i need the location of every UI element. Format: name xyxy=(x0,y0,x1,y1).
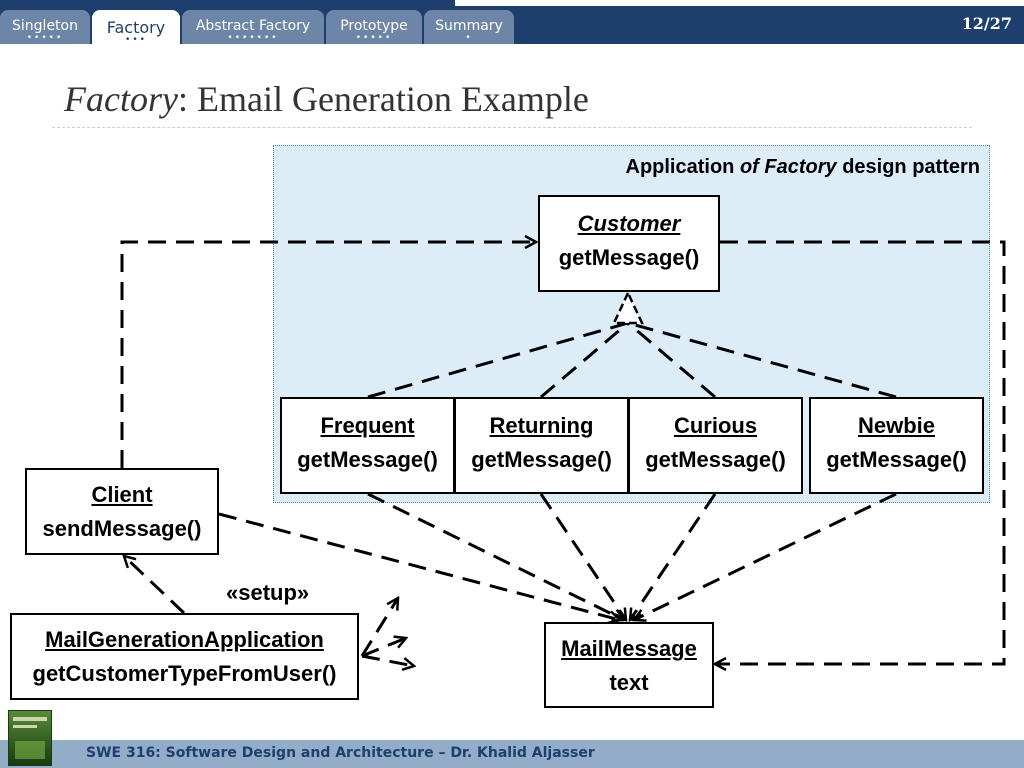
app-operation: getCustomerTypeFromUser() xyxy=(32,661,337,686)
curious-name: Curious xyxy=(673,413,758,438)
mail-generation-application-class: MailGenerationApplication getCustomerTyp… xyxy=(10,613,359,700)
tab-label: Factory xyxy=(106,18,166,37)
footer-bar xyxy=(0,740,1024,768)
newbie-class: Newbie getMessage() xyxy=(809,397,984,494)
curious-class: Curious getMessage() xyxy=(628,397,803,494)
region-label-part2: of Factory xyxy=(739,156,837,178)
tab-abstract-factory[interactable]: Abstract Factory ••••••• xyxy=(182,10,324,44)
tab-prototype[interactable]: Prototype ••••• xyxy=(326,10,422,44)
customer-name: Customer xyxy=(577,211,681,236)
slide-title: Factory: Email Generation Example xyxy=(64,78,589,120)
tab-label: Prototype xyxy=(340,18,408,34)
tab-dots: ••••••• xyxy=(227,33,279,43)
curious-to-mailmessage xyxy=(630,493,717,620)
mail-message-class: MailMessage text xyxy=(544,622,714,708)
frequent-operation: getMessage() xyxy=(297,447,438,472)
tab-label: Singleton xyxy=(12,18,78,34)
setup-arrow-3 xyxy=(361,654,414,666)
region-label-part3: design pattern xyxy=(836,156,980,178)
client-class: Client sendMessage() xyxy=(25,468,219,555)
returning-operation: getMessage() xyxy=(471,447,612,472)
setup-arrow-2 xyxy=(361,638,406,658)
newbie-to-mailmessage xyxy=(634,492,897,620)
mail-operation: text xyxy=(609,670,649,695)
page-number: 12/27 xyxy=(961,14,1012,33)
footer-text: SWE 316: Software Design and Architectur… xyxy=(86,745,595,761)
client-operation: sendMessage() xyxy=(42,516,202,541)
client-name: Client xyxy=(91,482,153,507)
frequent-name: Frequent xyxy=(320,413,415,438)
tab-label: Abstract Factory xyxy=(195,18,311,34)
tab-label: Summary xyxy=(435,18,503,34)
frequent-to-mailmessage xyxy=(367,492,624,620)
tab-summary[interactable]: Summary • xyxy=(424,10,514,44)
slide-title-rest: : Email Generation Example xyxy=(177,79,589,119)
book-cover-icon xyxy=(8,710,52,766)
curious-operation: getMessage() xyxy=(645,447,786,472)
tab-dots: • xyxy=(465,33,473,43)
setup-arrow-1 xyxy=(360,598,398,657)
tab-dots: ••••• xyxy=(355,33,393,43)
returning-class: Returning getMessage() xyxy=(454,397,629,494)
setup-stereotype-label: «setup» xyxy=(226,580,310,605)
top-bar-accent xyxy=(455,0,1024,6)
slide-title-italic: Factory xyxy=(64,79,178,119)
returning-name: Returning xyxy=(489,413,594,438)
newbie-operation: getMessage() xyxy=(826,447,967,472)
app-name: MailGenerationApplication xyxy=(45,627,324,652)
returning-to-mailmessage xyxy=(539,493,626,620)
tab-dots: ••••• xyxy=(26,33,64,43)
region-label-part1: Application xyxy=(625,156,740,178)
app-to-client xyxy=(124,556,186,615)
mail-name: MailMessage xyxy=(561,636,697,661)
title-divider xyxy=(52,127,972,128)
newbie-name: Newbie xyxy=(857,413,936,438)
customer-class: Customer getMessage() xyxy=(538,195,720,292)
tab-factory[interactable]: Factory ••• xyxy=(92,10,180,46)
customer-operation: getMessage() xyxy=(558,245,700,270)
frequent-class: Frequent getMessage() xyxy=(280,397,455,494)
tab-dots: ••• xyxy=(125,35,147,45)
tab-singleton[interactable]: Singleton ••••• xyxy=(0,10,90,44)
application-region-label: Application of Factory design pattern xyxy=(626,156,981,179)
